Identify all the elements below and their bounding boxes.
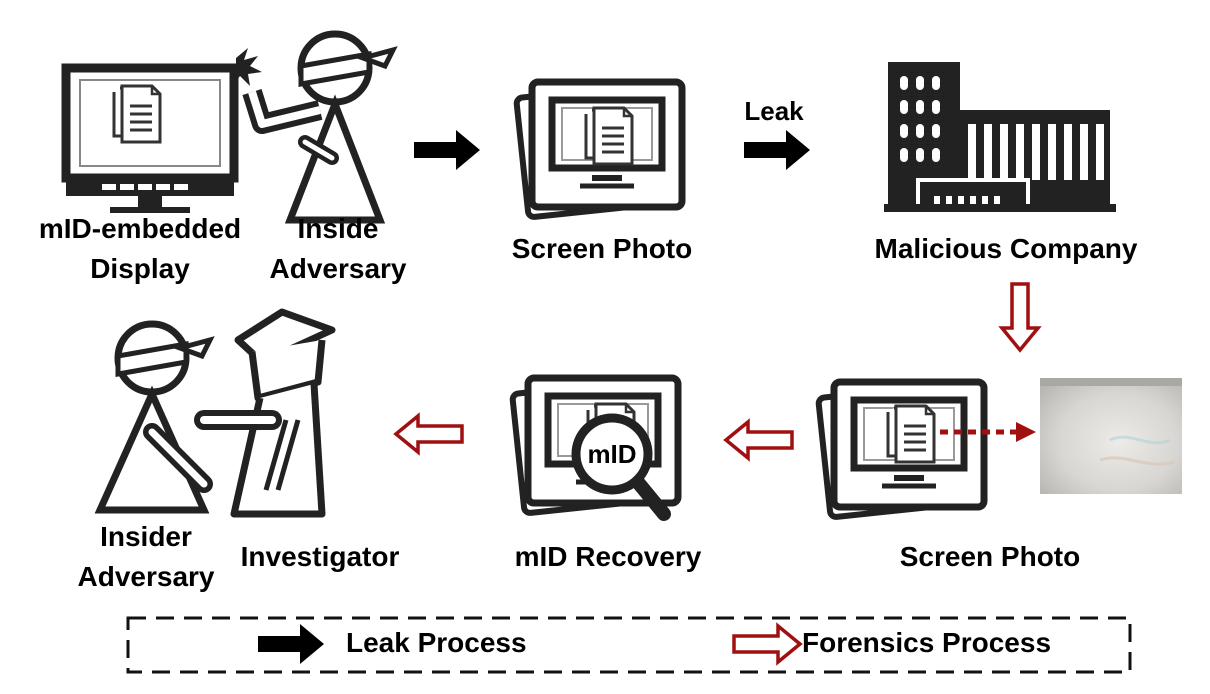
display-label-line2: Display <box>90 253 190 284</box>
dashed-arrow-icon <box>940 422 1036 442</box>
magnifier-icon <box>571 413 671 521</box>
legend-forensics-label: Forensics Process <box>802 627 1051 658</box>
arrow-right-icon <box>744 130 810 170</box>
adversary-icon <box>94 324 210 514</box>
screen-photo-thumbnail <box>1040 378 1182 494</box>
leak-arrow-label: Leak <box>744 96 804 126</box>
hollow-arrow-icon <box>394 414 464 454</box>
legend-leak-label: Leak Process <box>346 627 527 658</box>
screen-photo-top-label: Screen Photo <box>512 233 692 264</box>
screen-photo-bottom-label: Screen Photo <box>900 541 1080 572</box>
insider-adversary-label-line2: Adversary <box>78 561 215 592</box>
recovery-label: mID Recovery <box>515 541 702 572</box>
display-label-line1: mID-embedded <box>39 213 241 244</box>
company-label: Malicious Company <box>875 233 1138 264</box>
magnifier-label: mID <box>587 439 636 469</box>
inside-adversary-label-line2: Adversary <box>270 253 407 284</box>
legend: Leak Process Forensics Process <box>126 616 1132 674</box>
hollow-arrow-icon <box>724 420 794 460</box>
investigator-icon <box>194 308 336 518</box>
hollow-arrow-icon <box>1000 282 1040 352</box>
document-icon <box>584 106 634 166</box>
inside-adversary-label-line1: Inside <box>298 213 379 244</box>
document-icon <box>112 84 162 144</box>
legend-forensics-arrow-icon <box>732 622 803 666</box>
building-icon <box>884 62 1116 212</box>
document-icon <box>886 404 936 464</box>
arrow-right-icon <box>414 130 480 170</box>
legend-leak-arrow-icon <box>258 624 324 664</box>
insider-adversary-label-line1: Insider <box>100 521 192 552</box>
investigator-label: Investigator <box>241 541 400 572</box>
adversary-icon <box>224 34 393 224</box>
